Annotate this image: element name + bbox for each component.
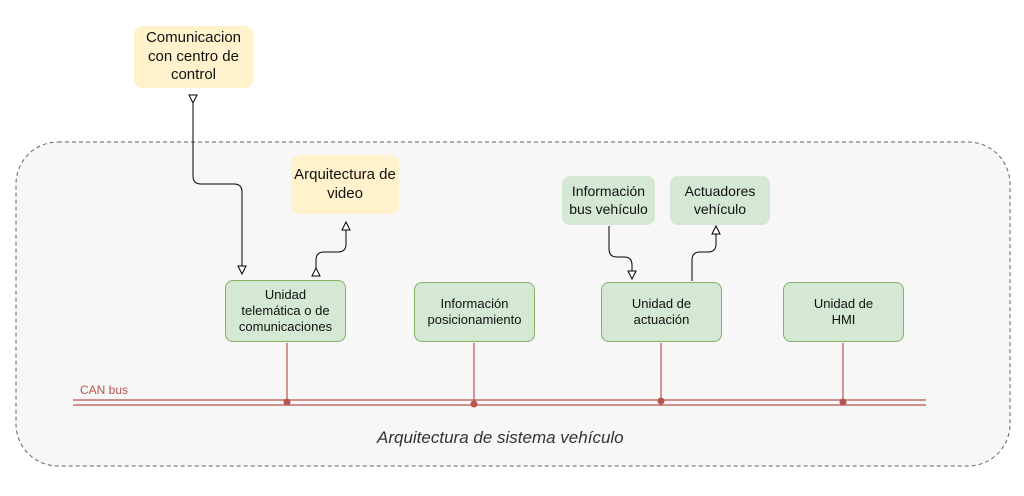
node-informacion-bus-vehiculo: Información bus vehículo <box>562 176 655 225</box>
node-actuadores-vehiculo: Actuadores vehículo <box>670 176 770 225</box>
connector-telematica-video <box>316 226 346 272</box>
bus-junction-dot <box>657 397 665 405</box>
bus-junction-dot <box>283 398 291 406</box>
system-boundary-label: Arquitectura de sistema vehículo <box>377 428 624 447</box>
node-comunicacion-centro-control: Comunicacion con centro de control <box>134 26 253 88</box>
node-unidad-hmi: Unidad de HMI <box>783 282 904 342</box>
bus-junction-dot <box>839 398 847 406</box>
connector-infobus-actuacion <box>608 226 632 275</box>
connector-actuacion-actuadores <box>691 230 716 281</box>
node-arquitectura-video: Arquitectura de video <box>291 155 399 214</box>
node-unidad-telematica: Unidad telemática o de comunicaciones <box>225 280 346 342</box>
can-bus-label: CAN bus <box>80 383 129 397</box>
node-informacion-posicionamiento: Información posicionamiento <box>414 282 535 342</box>
bus-junction-dot <box>470 400 478 408</box>
connector-comunicacion-telematica <box>193 99 242 270</box>
node-unidad-actuacion: Unidad de actuación <box>601 282 722 342</box>
